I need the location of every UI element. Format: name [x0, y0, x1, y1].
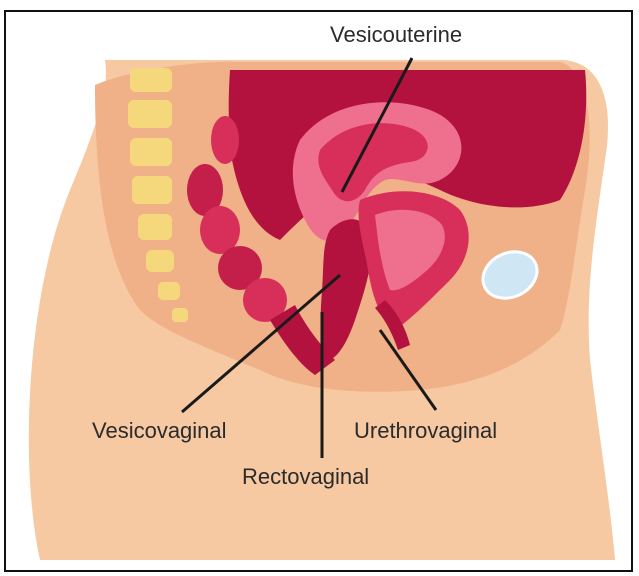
label-urethrovaginal: Urethrovaginal	[354, 418, 497, 443]
label-vesicovaginal: Vesicovaginal	[92, 418, 227, 443]
label-rectovaginal: Rectovaginal	[242, 464, 369, 489]
label-vesicouterine: Vesicouterine	[330, 22, 462, 47]
